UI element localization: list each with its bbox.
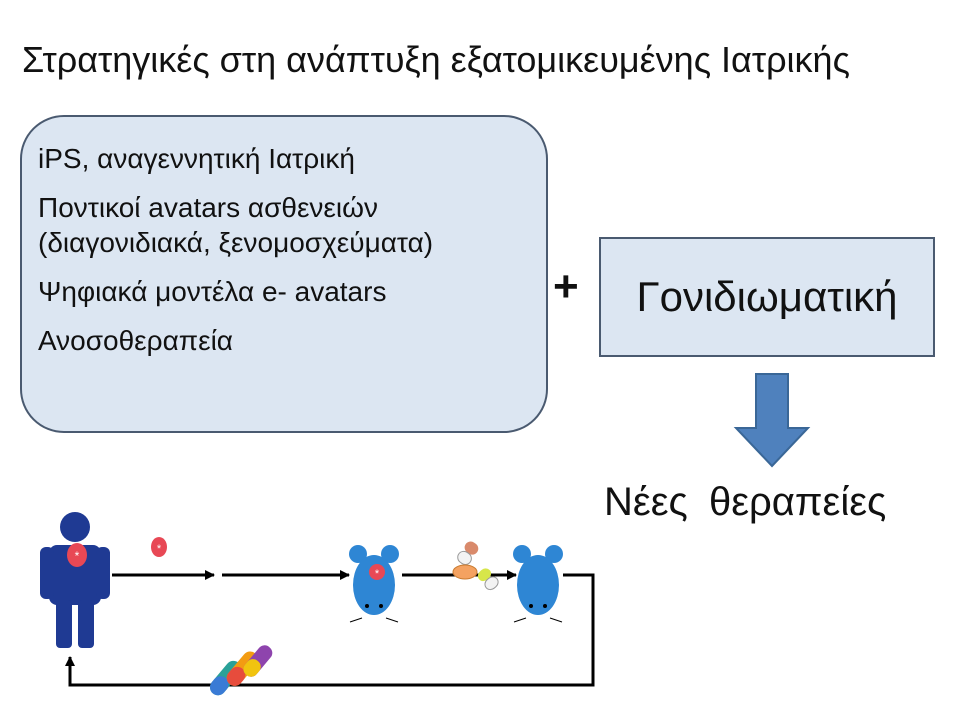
- slide-title: Στρατηγικές στη ανάπτυξη εξατομικευμένης…: [22, 39, 850, 80]
- new-therapies-label: Νέες θεραπείες: [604, 480, 887, 524]
- strategies-box: iPS, αναγεννητική Ιατρική Ποντικοί avata…: [20, 115, 548, 433]
- mouse-avatar-icon: *: [349, 545, 399, 623]
- capsules-icon: [209, 645, 273, 696]
- svg-text:*: *: [157, 543, 162, 555]
- strategy-item-mouse-avatars: Ποντικοί avatars ασθενειών (διαγονιδιακά…: [38, 190, 546, 260]
- patient-figure-icon: *: [40, 512, 110, 648]
- svg-text:*: *: [75, 549, 80, 563]
- mouse-avatar-icon: [513, 545, 563, 623]
- pills-icon: [452, 541, 499, 591]
- return-loop-arrow: [65, 573, 595, 687]
- strategies-list: iPS, αναγεννητική Ιατρική Ποντικοί avata…: [22, 117, 546, 358]
- strategy-item-immunotherapy: Ανοσοθεραπεία: [38, 325, 233, 356]
- down-arrow-icon: [733, 373, 811, 468]
- genomics-box: Γονιδιωματική: [599, 237, 935, 357]
- strategy-item-mouse-avatars-line2: (διαγονιδιακά, ξενομοσχεύματα): [38, 227, 434, 258]
- strategy-item-ips: iPS, αναγεννητική Ιατρική: [38, 143, 355, 174]
- tumor-cell-icon: *: [151, 537, 167, 557]
- plus-sign: +: [553, 262, 579, 311]
- strategy-item-digital-models: Ψηφιακά μοντέλα e- avatars: [38, 276, 387, 307]
- strategy-item-mouse-avatars-line1: Ποντικοί avatars ασθενειών: [38, 192, 378, 223]
- svg-text:*: *: [375, 568, 380, 580]
